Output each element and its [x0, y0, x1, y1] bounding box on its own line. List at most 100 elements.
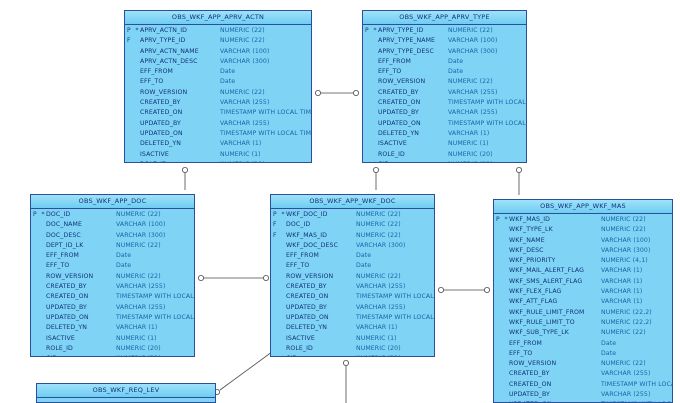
attribute-datatype: NUMERIC (22) [116, 211, 161, 218]
attribute-name: EFF_TO [286, 262, 310, 270]
attribute-row[interactable]: *CIDNUMERIC (22) [363, 160, 526, 162]
attribute-name: WKF_FLEX_FLAG [509, 288, 562, 296]
entity-req_lev[interactable]: OBS_WKF_REQ_LEV [36, 383, 216, 403]
attribute-row[interactable]: *CIDNUMERIC (22) [271, 354, 434, 356]
attribute-name: CREATED_BY [140, 99, 181, 107]
key-indicator: P [127, 27, 131, 34]
key-indicator: F [273, 231, 277, 239]
attribute-name: CREATED_ON [509, 380, 552, 388]
attribute-name: APRV_ACTN_NAME [140, 47, 199, 55]
key-indicator: P [496, 216, 500, 223]
attribute-name: WKF_DOC_DESC [286, 241, 338, 249]
attribute-name: DEPT_ID_LK [46, 241, 84, 249]
relationship-endpoint-circle [372, 166, 379, 173]
attribute-name: ISACTIVE [46, 334, 75, 342]
attribute-name: DOC_DESC [46, 231, 81, 239]
attribute-row[interactable]: *CIDNUMERIC (22) [31, 354, 194, 356]
attribute-datatype: VARCHAR (100) [448, 37, 498, 45]
attribute-datatype: NUMERIC (22) [601, 329, 646, 337]
